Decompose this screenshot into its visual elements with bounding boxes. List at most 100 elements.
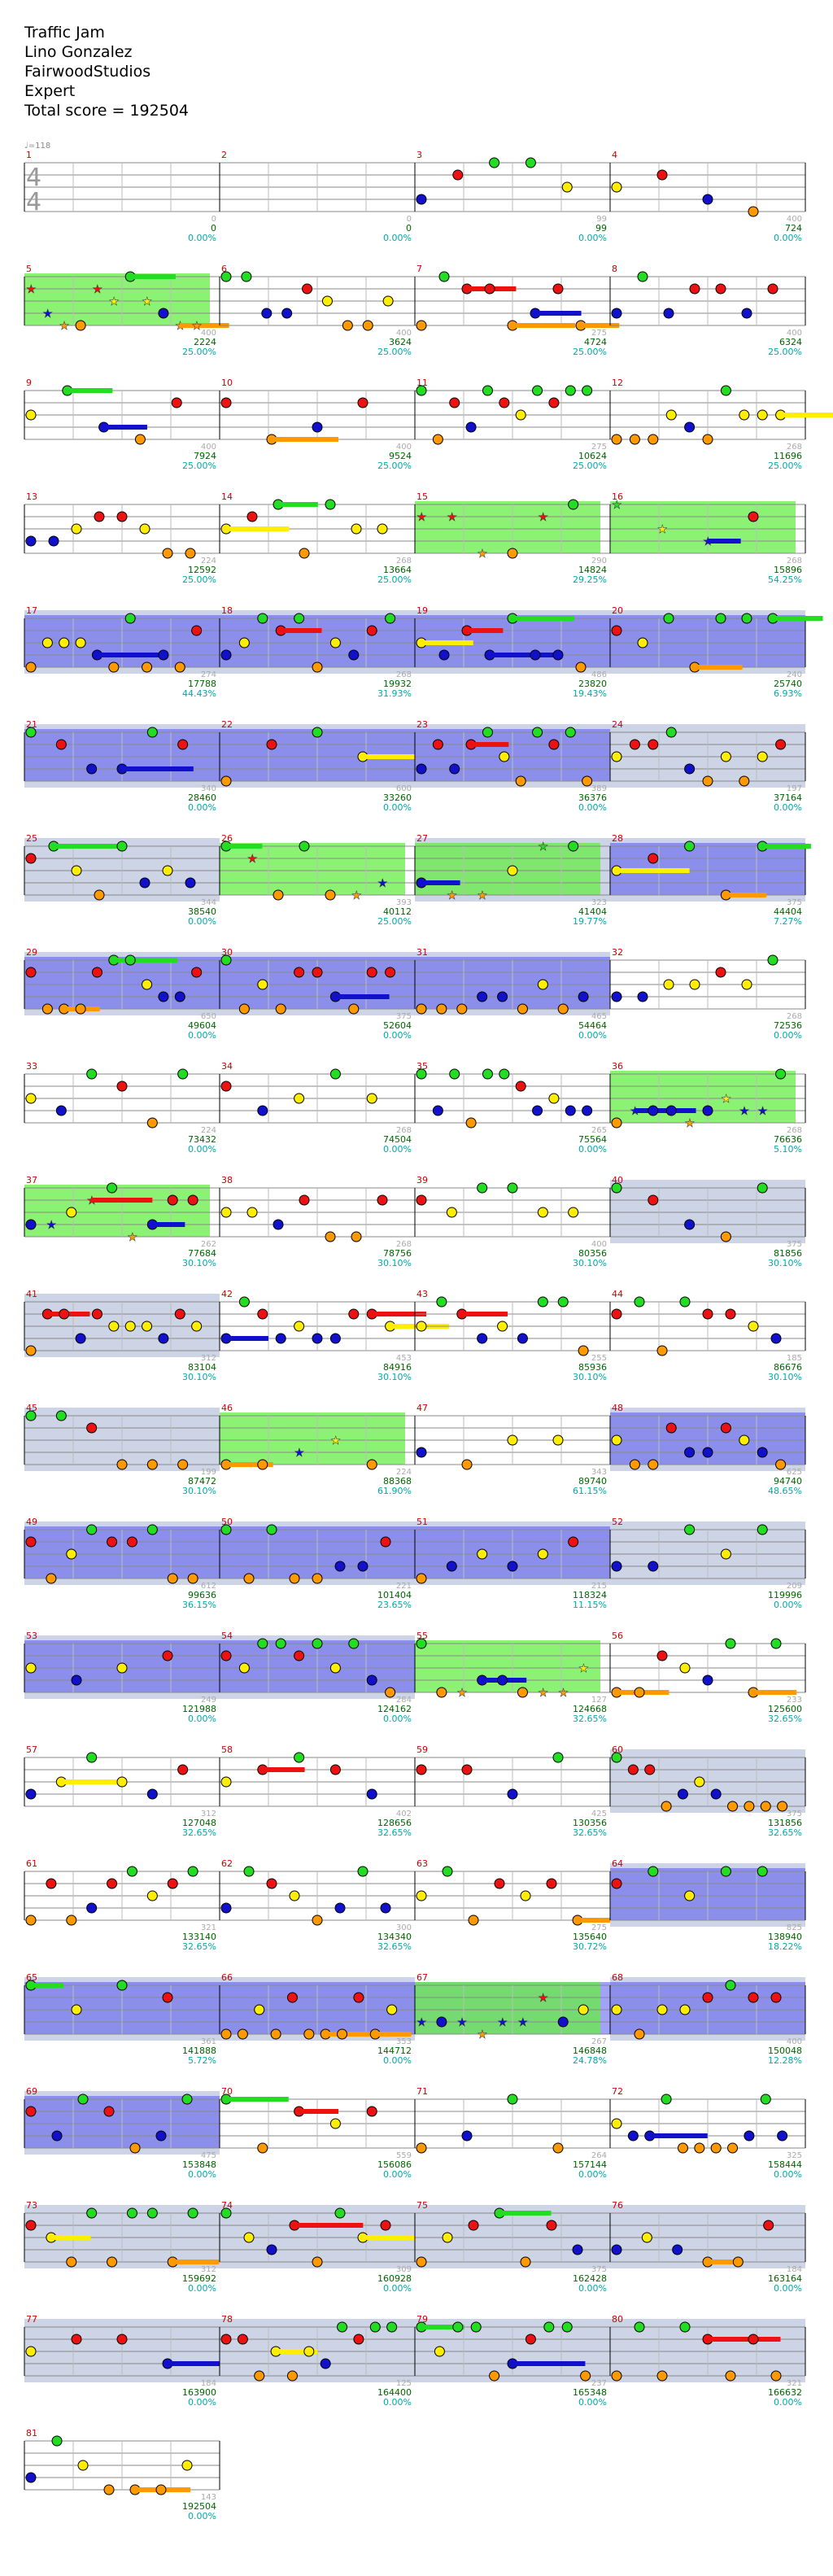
measure-delta: 300 bbox=[396, 1923, 412, 1932]
measure-percent: 0.00% bbox=[578, 802, 607, 813]
measure-delta: 375 bbox=[591, 2265, 607, 2274]
measure-score: 52604 bbox=[383, 1020, 412, 1031]
note-gem bbox=[557, 2016, 569, 2028]
note-gem bbox=[177, 1764, 189, 1775]
note-gem bbox=[369, 2321, 381, 2333]
note-gem bbox=[507, 1182, 518, 1194]
note-gem bbox=[637, 271, 648, 282]
note-gem bbox=[257, 1308, 268, 1320]
note-gem bbox=[275, 1003, 286, 1015]
note-gem bbox=[489, 157, 500, 168]
note-gem bbox=[456, 1003, 468, 1015]
note-gem bbox=[434, 2346, 445, 2357]
measure-number: 37 bbox=[26, 1175, 37, 1185]
note-gem bbox=[348, 1638, 360, 1649]
star-icon: ★ bbox=[294, 1447, 305, 1460]
note-gem bbox=[116, 1776, 128, 1788]
note-gem bbox=[507, 1561, 518, 1572]
note-gem bbox=[679, 2004, 691, 2015]
note-gem bbox=[727, 1801, 739, 1812]
measure-number: 2 bbox=[221, 150, 227, 160]
note-gem bbox=[532, 727, 543, 738]
measure-score: 13664 bbox=[383, 565, 412, 575]
note-gem bbox=[517, 1687, 528, 1698]
note-gem bbox=[565, 385, 576, 396]
note-gem bbox=[71, 865, 82, 876]
measure-delta: 312 bbox=[201, 1810, 216, 1818]
measure-delta: 650 bbox=[201, 1012, 216, 1021]
note-gem bbox=[299, 1194, 310, 1206]
measure-percent: 0.00% bbox=[578, 1144, 607, 1155]
note-gem bbox=[477, 1548, 488, 1560]
note-gem bbox=[507, 1434, 518, 1446]
note-gem bbox=[126, 1536, 137, 1548]
measure-score: 153848 bbox=[182, 2159, 216, 2170]
measure-score: 150048 bbox=[768, 2046, 802, 2056]
note-gem bbox=[146, 2207, 158, 2219]
note-gem bbox=[748, 2334, 759, 2345]
measure-percent: 0.00% bbox=[383, 2055, 412, 2066]
measure-delta: 185 bbox=[787, 1354, 802, 1363]
note-gem bbox=[449, 1068, 460, 1080]
note-gem bbox=[715, 613, 726, 624]
measure-delta: 453 bbox=[396, 1354, 412, 1363]
measure-number: 44 bbox=[612, 1289, 623, 1299]
measure-delta: 237 bbox=[591, 2379, 607, 2388]
note-gem bbox=[75, 1333, 86, 1344]
note-gem bbox=[744, 1801, 755, 1812]
measure-score: 77684 bbox=[188, 1248, 216, 1259]
note-gem bbox=[25, 1410, 37, 1421]
note-gem bbox=[416, 763, 427, 775]
measure-score: 10624 bbox=[578, 451, 607, 461]
note-gem bbox=[578, 991, 589, 1002]
note-gem bbox=[329, 637, 341, 648]
note-gem bbox=[552, 1752, 564, 1763]
note-gem bbox=[482, 385, 493, 396]
measure-percent: 25.00% bbox=[573, 347, 607, 357]
note-gem bbox=[552, 2142, 564, 2154]
note-gem bbox=[679, 1662, 691, 1674]
time-signature-top: 4 bbox=[26, 164, 41, 192]
note-gem bbox=[55, 1410, 67, 1421]
note-gem bbox=[684, 1890, 696, 1901]
measure-percent: 25.00% bbox=[182, 347, 216, 357]
note-gem bbox=[482, 1068, 493, 1080]
note-gem bbox=[366, 1674, 377, 1686]
measure-percent: 0.00% bbox=[188, 1144, 216, 1155]
measure-delta: 0 bbox=[212, 215, 216, 224]
measure-number: 74 bbox=[221, 2200, 233, 2211]
note-gem bbox=[142, 661, 153, 673]
note-gem bbox=[220, 397, 232, 408]
note-gem bbox=[416, 194, 427, 205]
measure-score: 99636 bbox=[188, 1590, 216, 1600]
note-gem bbox=[416, 320, 427, 331]
star-icon: ★ bbox=[377, 877, 388, 890]
note-gem bbox=[116, 2334, 128, 2345]
note-gem bbox=[329, 2118, 341, 2129]
note-gem bbox=[220, 2028, 232, 2040]
note-gem bbox=[627, 2130, 639, 2142]
note-gem bbox=[748, 1992, 759, 2003]
note-gem bbox=[75, 1003, 86, 1015]
note-gem bbox=[648, 1459, 659, 1470]
measure-number: 81 bbox=[26, 2428, 37, 2438]
measure-number: 67 bbox=[416, 1972, 428, 1983]
note-gem bbox=[436, 1687, 447, 1698]
measure-number: 19 bbox=[416, 605, 428, 616]
measure-percent: 32.65% bbox=[573, 1714, 607, 1724]
measure-delta: 486 bbox=[591, 670, 607, 679]
note-gem bbox=[366, 1093, 377, 1104]
measure-percent: 30.10% bbox=[377, 1258, 412, 1268]
